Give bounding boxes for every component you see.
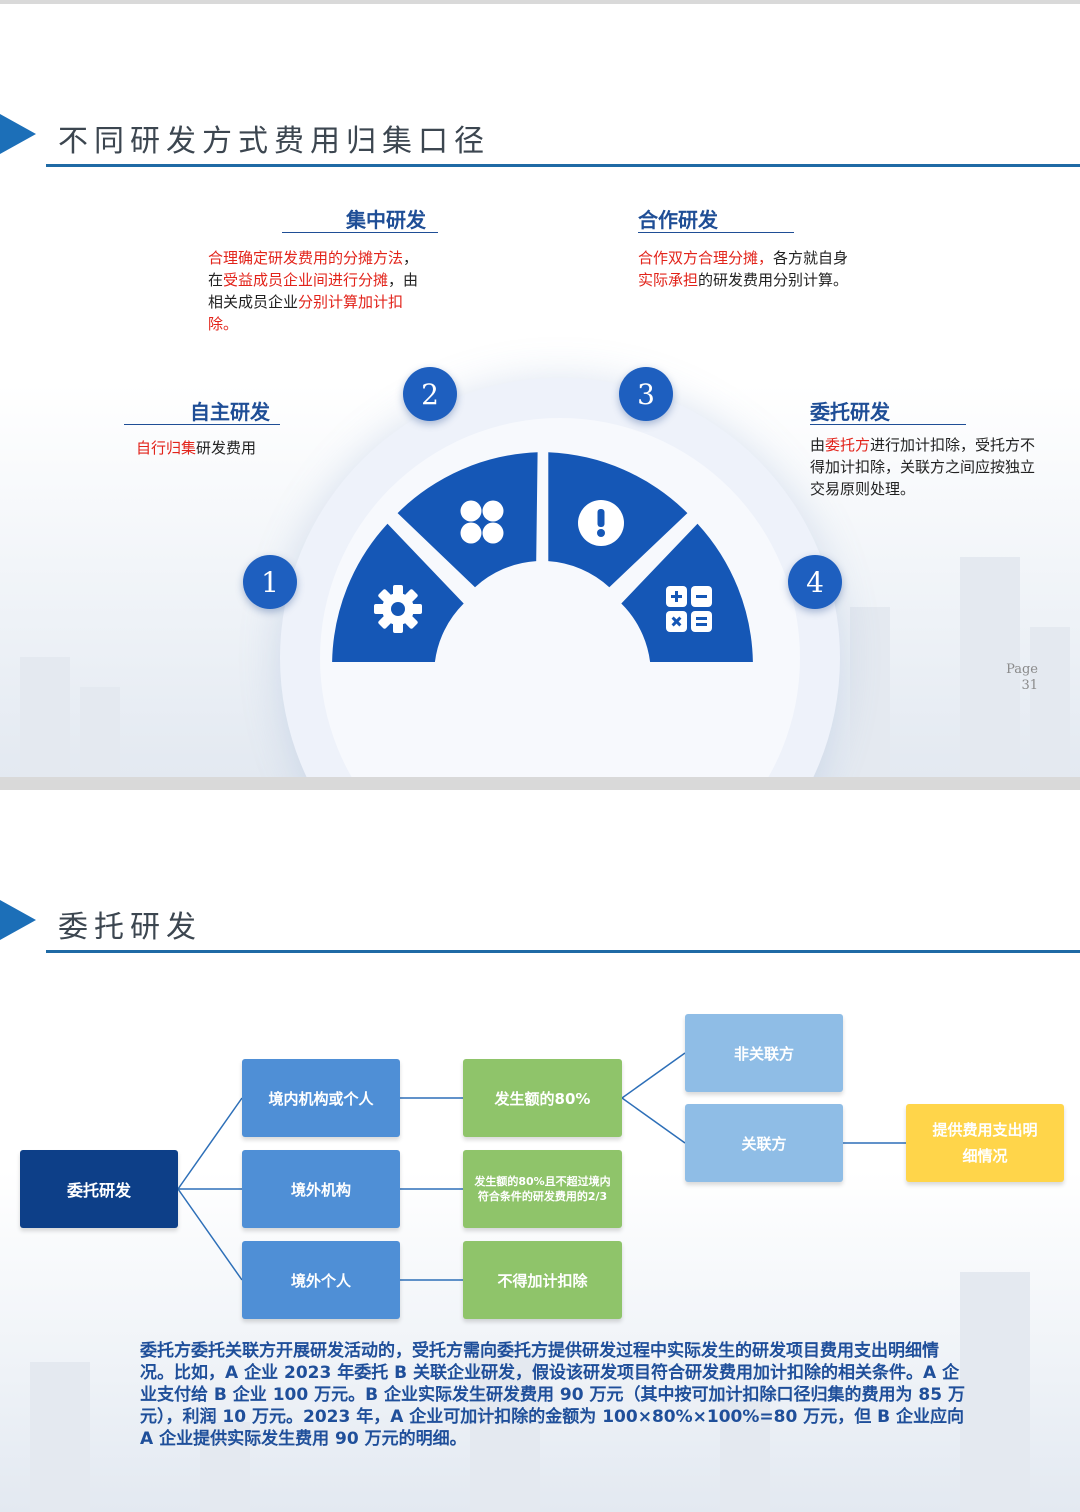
- centralized-rd-underline: [282, 232, 438, 233]
- amount-80-cap-box: 发生额的80%且不超过境内符合条件的研发费用的2/3: [463, 1150, 622, 1228]
- overseas-institution-box: 境外机构: [242, 1150, 400, 1228]
- explanation-text: 委托方委托关联方开展研发活动的，受托方需向委托方提供研发过程中实际发生的研发项目…: [140, 1341, 965, 1449]
- cooperative-rd-title: 合作研发: [638, 208, 718, 232]
- centralized-rd-title: 集中研发: [346, 208, 426, 232]
- fan-segment-4: [621, 523, 753, 662]
- exclamation-icon: [578, 500, 624, 546]
- entrusted-rd-underline: [810, 424, 966, 425]
- non-related-party-box: 非关联方: [685, 1014, 843, 1092]
- domestic-entity-box: 境内机构或个人: [242, 1059, 400, 1137]
- page-number-value: 31: [1021, 678, 1038, 693]
- title-arrow-icon: [0, 114, 36, 154]
- title-arrow-icon: [0, 900, 36, 940]
- page-title: 不同研发方式费用归集口径: [58, 124, 490, 159]
- independent-rd-text: 自行归集研发费用: [136, 439, 257, 457]
- related-party-box: 关联方: [685, 1104, 843, 1182]
- entrusted-rd-title: 委托研发: [810, 400, 890, 424]
- step-number-1: 1: [243, 555, 297, 609]
- amount-80-box: 发生额的80%: [463, 1059, 622, 1137]
- provide-expense-detail-box: 提供费用支出明细情况: [906, 1104, 1064, 1182]
- slide-entrusted-rd: 委托研发 委托研发 境内机构或个人 境外机构 境外个人 发生额的80% 发生额的…: [0, 790, 1080, 1512]
- slide-research-cost-methods: 不同研发方式费用归集口径 集中研发 合理确定研发费用的分摊方法，在受益成员企业间…: [0, 4, 1080, 777]
- overseas-individual-box: 境外个人: [242, 1241, 400, 1319]
- clover-icon: [460, 500, 504, 544]
- independent-rd-underline: [124, 424, 280, 425]
- root-entrusted-rd: 委托研发: [20, 1150, 178, 1228]
- entrusted-rd-text: 由委托方进行加计扣除，受托方不得加计扣除，关联方之间应按独立交易原则处理。: [810, 436, 1036, 498]
- page-number: Page 31: [1006, 662, 1038, 694]
- step-number-2: 2: [403, 367, 457, 421]
- step-number-4: 4: [788, 555, 842, 609]
- fan-diagram: [332, 452, 753, 662]
- no-deduction-box: 不得加计扣除: [463, 1241, 622, 1319]
- city-background: [0, 1170, 1080, 1512]
- centralized-rd-text: 合理确定研发费用的分摊方法，在受益成员企业间进行分摊，由相关成员企业分别计算加计…: [208, 249, 419, 333]
- page-label: Page: [1006, 662, 1038, 677]
- title-underline: [46, 950, 1080, 953]
- cooperative-rd-underline: [638, 232, 794, 233]
- independent-rd-title: 自主研发: [190, 400, 270, 424]
- title-underline: [46, 164, 1080, 167]
- calculator-icon: [666, 586, 712, 632]
- step-number-3: 3: [619, 367, 673, 421]
- cooperative-rd-text: 合作双方合理分摊，各方就自身实际承担的研发费用分别计算。: [638, 249, 849, 289]
- page-title: 委托研发: [58, 910, 202, 945]
- tree-connectors: [177, 1052, 906, 1281]
- gear-icon: [374, 585, 422, 633]
